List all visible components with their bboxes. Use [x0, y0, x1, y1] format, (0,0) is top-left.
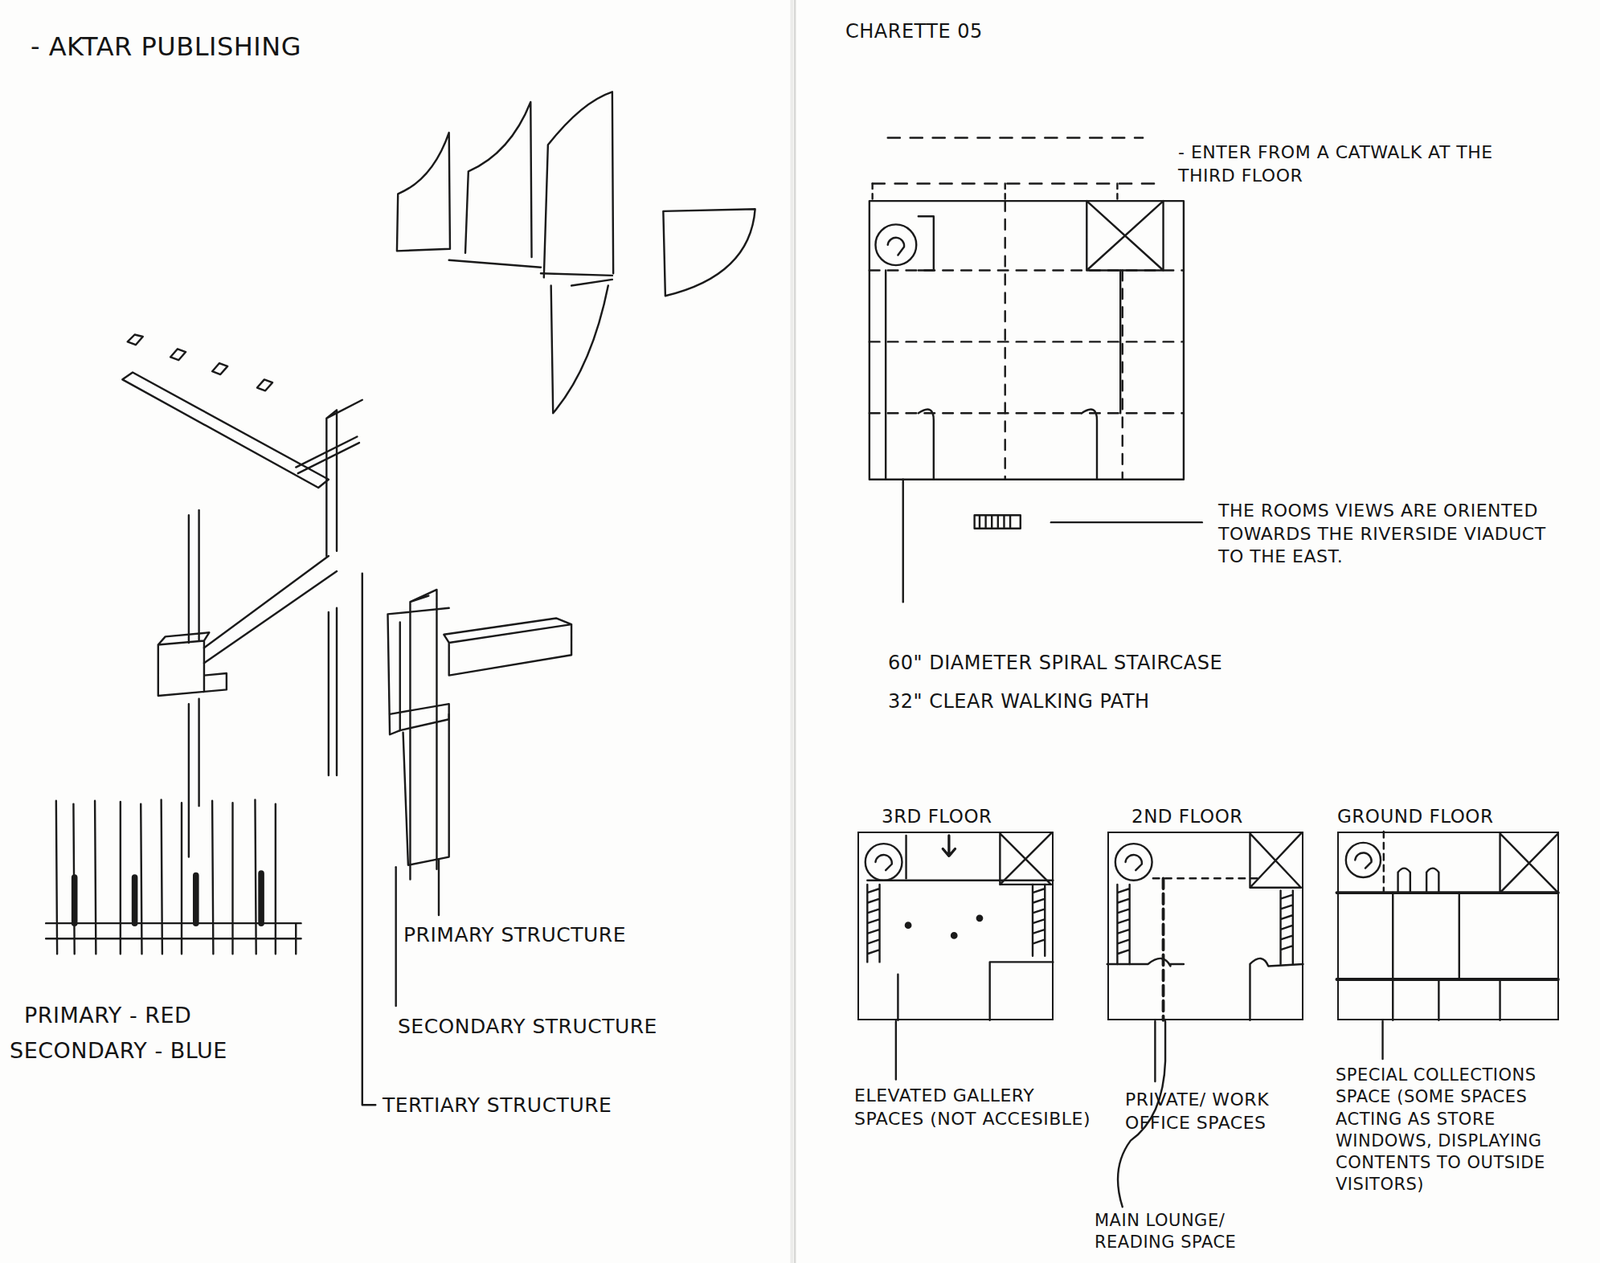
page-heading: CHARETTE 05 — [845, 19, 983, 45]
callout-label: ELEVATED GALLERY SPACES (NOT ACCESIBLE) — [854, 1084, 1096, 1131]
callout-label: MAIN LOUNGE/ READING SPACE — [1094, 1210, 1288, 1255]
book-spine — [789, 0, 794, 1263]
structure-sketch — [122, 334, 572, 1105]
structure-label: SECONDARY STRUCTURE — [397, 1014, 658, 1041]
leader-line — [362, 573, 377, 1106]
callout-label: PRIVATE/ WORK OFFICE SPACES — [1125, 1088, 1318, 1135]
colour-note: PRIMARY - RED — [24, 1001, 192, 1030]
floor-heading: 3RD FLOOR — [857, 805, 1054, 829]
leader-line — [1051, 521, 1203, 524]
annotation: THE ROOMS VIEWS ARE ORIENTED TOWARDS THE… — [1218, 499, 1564, 569]
page-title: - AKTAR PUBLISHING — [30, 30, 302, 65]
colour-note: SECONDARY - BLUE — [9, 1036, 228, 1065]
plan-details — [1107, 833, 1304, 1020]
plan-details — [1336, 831, 1559, 1021]
elevation-sketch — [45, 800, 301, 955]
annotation: 60" DIAMETER SPIRAL STAIRCASE — [887, 650, 1223, 676]
floor-plan: 3RD FLOOR — [857, 805, 1054, 1021]
floor-heading: 2ND FLOOR — [1107, 805, 1304, 829]
leader-line — [394, 867, 397, 1007]
main-floor-plan — [869, 137, 1203, 602]
plan-outline — [1337, 831, 1560, 1021]
callout-label: SPECIAL COLLECTIONS SPACE (SOME SPACES A… — [1335, 1064, 1593, 1197]
plan-details — [865, 833, 1054, 1020]
book-spine — [793, 0, 797, 1263]
structure-label: TERTIARY STRUCTURE — [382, 1092, 612, 1120]
annotation: - ENTER FROM A CATWALK AT THE THIRD FLOO… — [1178, 141, 1508, 188]
plan-outline — [857, 831, 1054, 1021]
structure-label: PRIMARY STRUCTURE — [403, 922, 627, 950]
floor-plan: GROUND FLOOR — [1337, 805, 1560, 1021]
sail-forms — [396, 91, 756, 414]
floor-plan: 2ND FLOOR — [1107, 805, 1304, 1021]
plan-outline — [1107, 831, 1304, 1021]
annotation: 32" CLEAR WALKING PATH — [887, 689, 1150, 715]
leader-line — [437, 859, 440, 916]
floor-heading: GROUND FLOOR — [1337, 805, 1560, 829]
leader-line — [902, 479, 905, 602]
